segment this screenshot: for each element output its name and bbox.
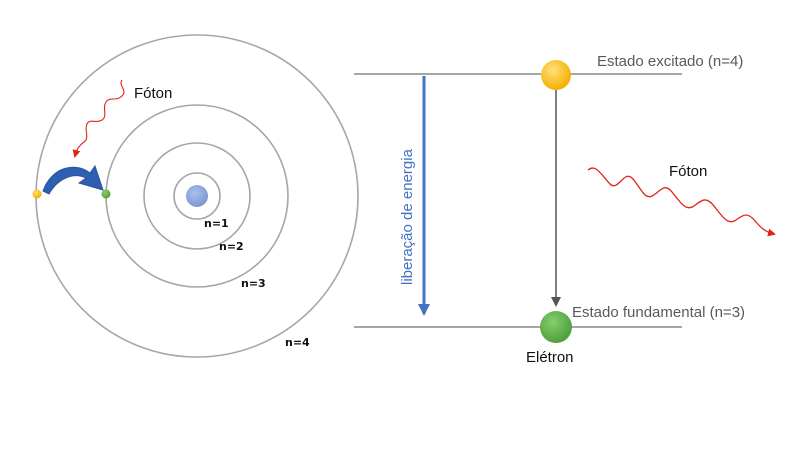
- transition-arrow: [42, 164, 104, 195]
- electron-ground-small: [101, 189, 111, 199]
- energy-release-label: liberação de energia: [399, 148, 416, 285]
- photon-label-bohr: Fóton: [134, 85, 172, 102]
- nucleus: [186, 185, 208, 207]
- photon-wave-small: [72, 79, 125, 158]
- orbit-label-n1: n=1: [204, 217, 229, 230]
- photon-wave-large: [587, 167, 776, 237]
- orbit-label-n3: n=3: [241, 277, 266, 290]
- orbit-n2: [143, 142, 251, 250]
- excited-state-label: Estado excitado (n=4): [597, 53, 743, 70]
- orbit-label-n4: n=4: [285, 336, 310, 349]
- orbit-label-n2: n=2: [219, 240, 244, 253]
- orbit-n1: [173, 172, 221, 220]
- electron-excited: [541, 60, 571, 90]
- ground-state-label: Estado fundamental (n=3): [572, 304, 745, 321]
- electron-excited-small: [32, 189, 42, 199]
- photon-label-energy: Fóton: [669, 163, 707, 180]
- bohr-model: n=1 n=2 n=3 n=4 Fóton: [32, 34, 359, 358]
- energy-level-diagram: Estado excitado (n=4) Estado fundamental…: [354, 53, 776, 366]
- electron-ground: [540, 311, 572, 343]
- electron-label: Elétron: [526, 349, 574, 366]
